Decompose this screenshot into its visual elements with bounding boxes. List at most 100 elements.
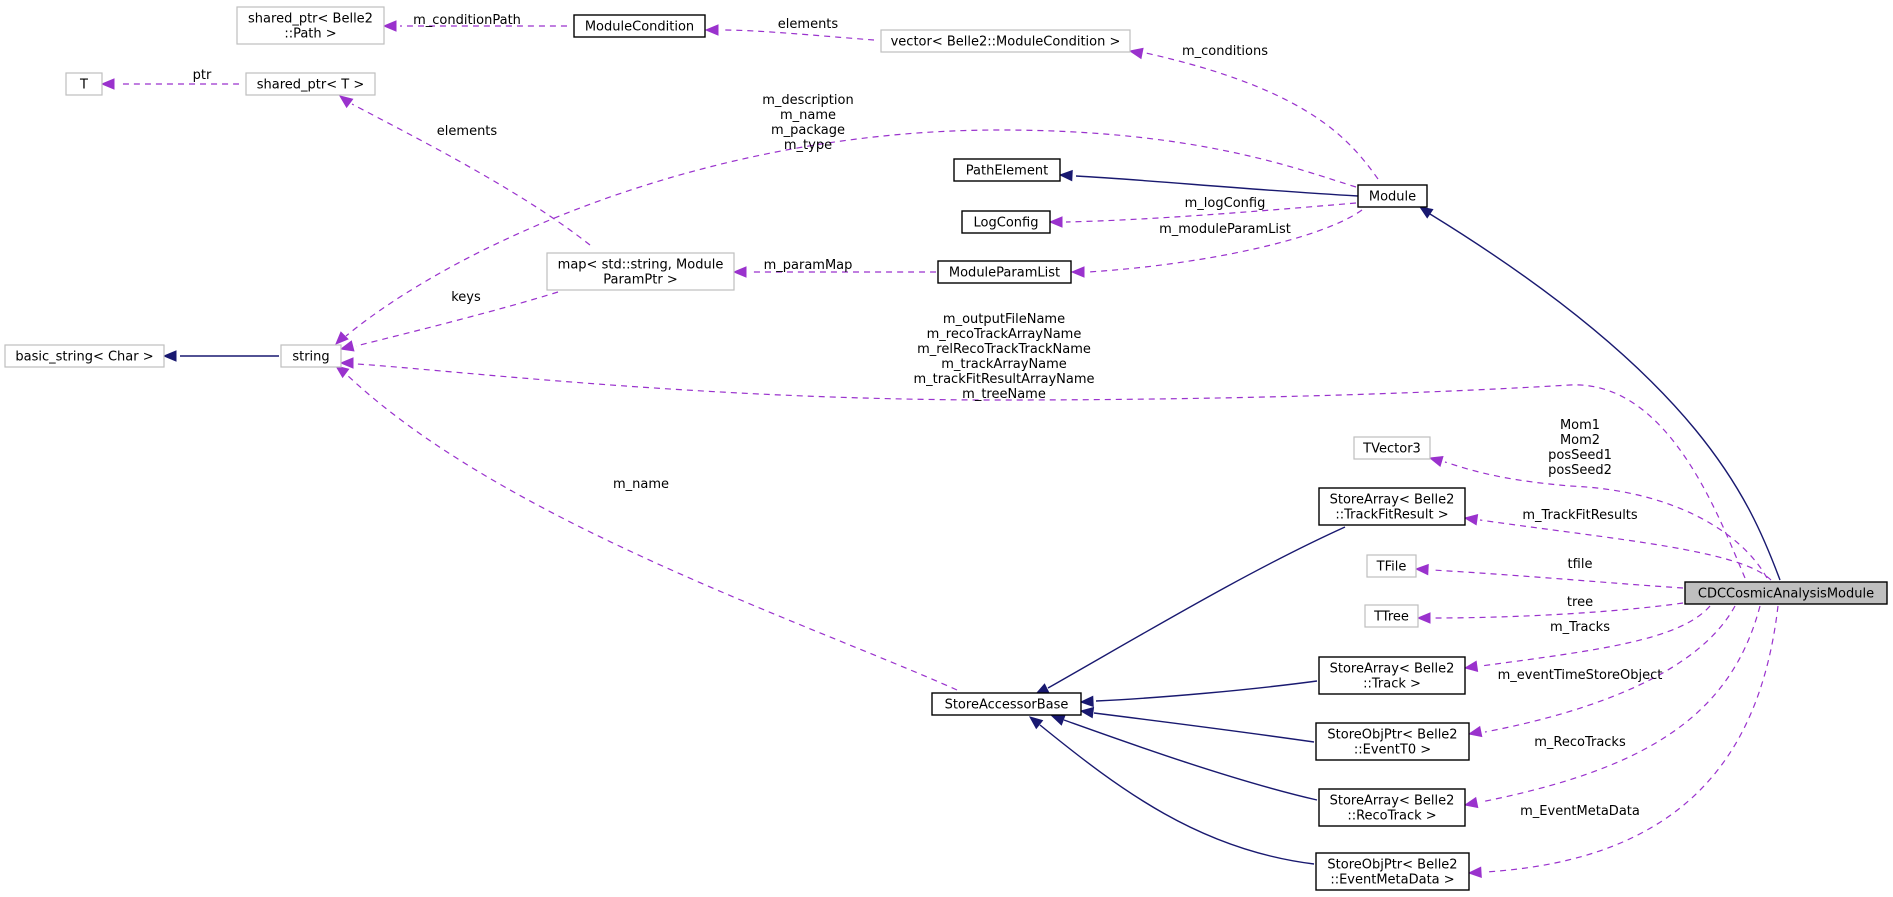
edge-label-line: m_Tracks <box>1550 620 1610 635</box>
class-node-path-element[interactable]: PathElement <box>953 158 1061 182</box>
node-label: basic_string< Char > <box>15 350 153 365</box>
arrowhead <box>1070 266 1085 278</box>
edge-label-ptr: ptr <box>193 68 212 83</box>
edge-line <box>1065 202 1357 223</box>
class-node-tvector3[interactable]: TVector3 <box>1353 436 1431 460</box>
edge-line <box>1479 519 1772 581</box>
edge-label-m-name: m_name <box>613 477 669 492</box>
node-label: T <box>79 78 88 93</box>
edge-label-line: ptr <box>193 68 212 83</box>
node-label: shared_ptr< T > <box>257 78 364 93</box>
arrowhead <box>1050 715 1066 726</box>
class-node-vector-module-condition[interactable]: vector< Belle2::ModuleCondition > <box>880 29 1131 53</box>
edge-label-line: elements <box>437 124 498 139</box>
usage-edge <box>1467 605 1736 738</box>
node-label: ::Path > <box>284 27 336 42</box>
edge-label-line: m_type <box>784 138 832 153</box>
arrowhead <box>1416 612 1431 624</box>
class-node-store-obj-ptr-event-t0[interactable]: StoreObjPtr< Belle2::EventT0 > <box>1315 722 1470 761</box>
class-node-store-obj-ptr-event-meta-data[interactable]: StoreObjPtr< Belle2::EventMetaData > <box>1315 852 1470 891</box>
edge-label-line: keys <box>451 290 481 305</box>
arrowhead <box>1467 866 1482 878</box>
node-label: StoreAccessorBase <box>945 698 1069 713</box>
node-label: ParamPtr > <box>603 273 678 288</box>
arrowhead <box>334 365 350 379</box>
edge-label-elements-vector: elements <box>778 17 839 32</box>
edge-label-line: m_recoTrackArrayName <box>927 327 1082 342</box>
arrowhead <box>1463 514 1479 526</box>
usage-edge <box>704 24 875 41</box>
node-box <box>931 692 1082 716</box>
class-node-t[interactable]: T <box>65 72 103 96</box>
edge-label-line: m_trackArrayName <box>941 357 1067 372</box>
edge-label-line: tfile <box>1568 557 1593 572</box>
class-node-store-array-reco-track[interactable]: StoreArray< Belle2::RecoTrack > <box>1318 788 1466 827</box>
usage-edge <box>1463 514 1772 581</box>
edge-label-line: m_description <box>762 93 853 108</box>
edge-line <box>1484 605 1779 873</box>
inheritance-edge <box>1050 715 1318 801</box>
edge-label-m-conditions: m_conditions <box>1182 44 1268 59</box>
node-label: ::Track > <box>1363 677 1421 692</box>
edge-line <box>1095 680 1318 702</box>
arrowhead <box>1028 716 1044 730</box>
node-label: StoreArray< Belle2 <box>1330 662 1455 677</box>
node-box <box>4 344 165 368</box>
node-box <box>953 158 1061 182</box>
class-node-shared-ptr-path[interactable]: shared_ptr< Belle2::Path > <box>236 6 385 45</box>
node-label: LogConfig <box>974 216 1039 231</box>
class-node-cdc-cosmic-analysis-module[interactable]: CDCCosmicAnalysisModule <box>1684 581 1888 605</box>
node-box <box>961 210 1051 234</box>
edge-label-line: m_trackFitResultArrayName <box>913 372 1094 387</box>
class-node-log-config[interactable]: LogConfig <box>961 210 1051 234</box>
inheritance-edge <box>1034 526 1346 695</box>
edge-label-line: m_name <box>780 108 836 123</box>
inheritance-edge <box>1058 169 1359 197</box>
arrowhead <box>338 95 354 109</box>
node-label: StoreObjPtr< Belle2 <box>1327 858 1457 873</box>
edge-label-elements-map: elements <box>437 124 498 139</box>
class-node-module-param-list[interactable]: ModuleParamList <box>937 260 1072 284</box>
class-node-ttree[interactable]: TTree <box>1364 604 1419 628</box>
node-label: PathElement <box>966 164 1048 179</box>
class-node-basic-string[interactable]: basic_string< Char > <box>4 344 165 368</box>
arrowhead <box>1467 725 1483 738</box>
class-node-tfile[interactable]: TFile <box>1366 554 1417 578</box>
node-box <box>1357 184 1428 208</box>
node-box <box>245 72 376 96</box>
usage-edge <box>339 357 1746 579</box>
node-label: shared_ptr< Belle2 <box>248 12 373 27</box>
arrowhead <box>1463 660 1479 672</box>
edge-label-line: m_name <box>613 477 669 492</box>
class-node-string[interactable]: string <box>280 344 342 368</box>
usage-edge <box>1463 605 1761 809</box>
edge-label-m-reco-tracks: m_RecoTracks <box>1534 735 1626 750</box>
inheritance-edge <box>1418 206 1781 581</box>
class-node-store-array-track-fit-result[interactable]: StoreArray< Belle2::TrackFitResult > <box>1318 487 1466 526</box>
class-node-module-condition[interactable]: ModuleCondition <box>573 14 706 38</box>
node-label: TTree <box>1373 610 1409 625</box>
class-node-store-array-track[interactable]: StoreArray< Belle2::Track > <box>1318 656 1466 695</box>
node-box <box>1364 604 1419 628</box>
class-node-store-accessor-base[interactable]: StoreAccessorBase <box>931 692 1082 716</box>
inheritance-edge <box>1028 716 1315 865</box>
edge-line <box>1047 526 1346 689</box>
arrowhead <box>100 78 115 90</box>
edge-label-line: m_treeName <box>962 387 1046 402</box>
usage-edge <box>1428 455 1768 579</box>
arrowhead <box>1048 216 1063 228</box>
edge-line <box>345 373 958 691</box>
arrowhead <box>704 24 719 36</box>
usage-edge <box>382 20 567 32</box>
edge-label-line: m_logConfig <box>1185 196 1266 211</box>
node-box <box>280 344 342 368</box>
node-box <box>1366 554 1417 578</box>
class-node-module[interactable]: Module <box>1357 184 1428 208</box>
inheritance-edge <box>1079 680 1318 708</box>
class-node-shared-ptr-t[interactable]: shared_ptr< T > <box>245 72 376 96</box>
edge-line <box>1484 605 1736 733</box>
node-label: StoreArray< Belle2 <box>1330 493 1455 508</box>
usage-edge <box>334 365 958 691</box>
edge-label-line: m_outputFileName <box>943 312 1065 327</box>
